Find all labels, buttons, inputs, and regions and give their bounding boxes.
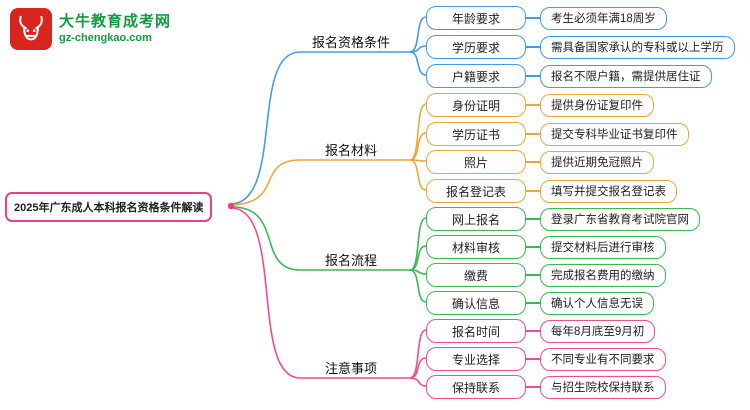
node-label-box: 网上报名 xyxy=(426,207,526,231)
node-row: 材料审核 提交材料后进行审核 xyxy=(426,235,666,259)
node-value-box: 考生必须年满18周岁 xyxy=(540,6,667,30)
node-row: 身份证明 提供身份证复印件 xyxy=(426,93,654,117)
node-connector xyxy=(526,358,540,360)
node-label-box: 确认信息 xyxy=(426,291,526,315)
node-connector xyxy=(526,246,540,248)
node-label-box: 照片 xyxy=(426,150,526,174)
branch-label-materials: 报名材料 xyxy=(324,143,377,158)
node-value-box: 提交专科毕业证书复印件 xyxy=(540,122,689,146)
node-label-box: 缴费 xyxy=(426,263,526,287)
node-connector xyxy=(526,46,540,48)
node-value-box: 不同专业有不同要求 xyxy=(540,347,666,371)
node-label-box: 年龄要求 xyxy=(426,6,526,30)
node-row: 户籍要求 报名不限户籍，需提供居住证 xyxy=(426,64,712,88)
node-connector xyxy=(526,386,540,388)
node-label-box: 学历要求 xyxy=(426,35,526,59)
node-label-box: 专业选择 xyxy=(426,347,526,371)
node-row: 缴费 完成报名费用的缴纳 xyxy=(426,263,666,287)
branch-label-notes: 注意事项 xyxy=(324,361,377,376)
branch-label-process: 报名流程 xyxy=(324,253,377,268)
node-value-box: 与招生院校保持联系 xyxy=(540,375,666,399)
node-connector xyxy=(526,104,540,106)
node-label-box: 报名登记表 xyxy=(426,179,526,203)
site-name: 大牛教育成考网 xyxy=(59,12,172,30)
node-value-box: 填写并提交报名登记表 xyxy=(540,179,677,203)
node-value-box: 需具备国家承认的专科或以上学历 xyxy=(540,35,735,59)
node-row: 专业选择 不同专业有不同要求 xyxy=(426,347,666,371)
node-connector xyxy=(526,133,540,135)
branch-links-materials xyxy=(231,103,427,206)
node-label-box: 保持联系 xyxy=(426,375,526,399)
branch-links-notes xyxy=(231,207,427,387)
node-row: 报名登记表 填写并提交报名登记表 xyxy=(426,179,677,203)
node-label-box: 身份证明 xyxy=(426,93,526,117)
branch-links-process xyxy=(231,206,427,303)
node-connector xyxy=(526,190,540,192)
node-connector xyxy=(526,218,540,220)
node-connector xyxy=(526,161,540,163)
node-label-box: 报名时间 xyxy=(426,319,526,343)
node-row: 确认信息 确认个人信息无误 xyxy=(426,291,654,315)
node-value-box: 报名不限户籍，需提供居住证 xyxy=(540,64,712,88)
node-row: 保持联系 与招生院校保持联系 xyxy=(426,375,666,399)
node-connector xyxy=(526,330,540,332)
node-row: 网上报名 登录广东省教育考试院官网 xyxy=(426,207,700,231)
root-anchor-dot xyxy=(227,202,235,210)
node-connector xyxy=(526,17,540,19)
node-connector xyxy=(526,302,540,304)
node-value-box: 每年8月底至9月初 xyxy=(540,319,656,343)
node-value-box: 提供近期免冠照片 xyxy=(540,150,654,174)
site-logo: 大牛教育成考网 gz-chengkao.com xyxy=(10,8,171,50)
node-row: 报名时间 每年8月底至9月初 xyxy=(426,319,656,343)
node-label-box: 材料审核 xyxy=(426,235,526,259)
node-connector xyxy=(526,274,540,276)
node-value-box: 确认个人信息无误 xyxy=(540,291,654,315)
node-label-box: 户籍要求 xyxy=(426,64,526,88)
bull-logo-icon xyxy=(10,8,52,50)
node-row: 学历要求 需具备国家承认的专科或以上学历 xyxy=(426,35,735,59)
branch-links-qualifications xyxy=(231,16,427,205)
branch-label-qualifications: 报名资格条件 xyxy=(311,35,390,50)
site-url: gz-chengkao.com xyxy=(59,31,152,44)
node-value-box: 完成报名费用的缴纳 xyxy=(540,263,666,287)
node-row: 照片 提供近期免冠照片 xyxy=(426,150,654,174)
node-value-box: 登录广东省教育考试院官网 xyxy=(540,207,700,231)
node-value-box: 提供身份证复印件 xyxy=(540,93,654,117)
node-row: 年龄要求 考生必须年满18周岁 xyxy=(426,6,667,30)
node-value-box: 提交材料后进行审核 xyxy=(540,235,666,259)
node-label-box: 学历证书 xyxy=(426,122,526,146)
node-connector xyxy=(526,75,540,77)
node-row: 学历证书 提交专科毕业证书复印件 xyxy=(426,122,689,146)
root-topic: 2025年广东成人本科报名资格条件解读 xyxy=(5,192,213,222)
